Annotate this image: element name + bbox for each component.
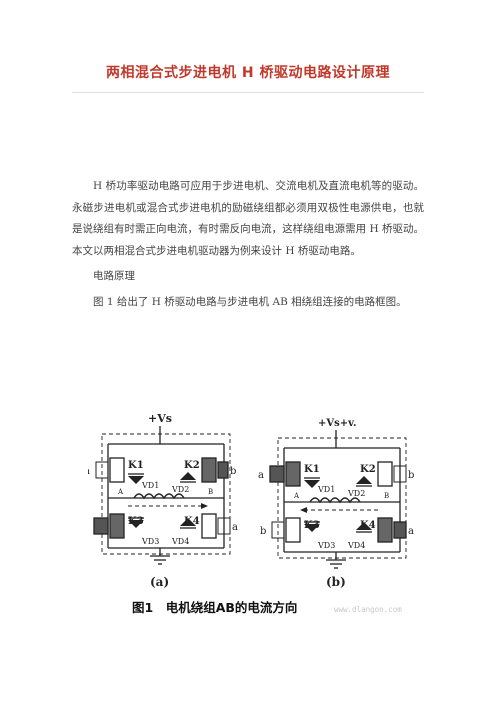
svg-text:K1: K1	[128, 460, 144, 471]
svg-text:VD3: VD3	[317, 541, 335, 550]
circuit-figure: +Vs a K1	[88, 406, 428, 626]
switch-k4-a	[201, 513, 217, 539]
panel-label-a: (a)	[150, 575, 169, 589]
panel-label-b: (b)	[326, 575, 346, 589]
document-title: 两相混合式步进电机 H 桥驱动电路设计原理	[106, 65, 390, 81]
switch-k2-b	[377, 461, 393, 487]
svg-text:K4: K4	[184, 516, 200, 527]
switch-k3-b	[285, 517, 301, 543]
article-body: H 桥功率驱动电路可应用于步进电机、交流电机及直流电机等的驱动。永磁步进电机或混…	[72, 176, 424, 317]
panel-a: +Vs a K1	[88, 412, 238, 589]
svg-text:VD2: VD2	[347, 489, 365, 498]
svg-text:b: b	[230, 466, 236, 477]
svg-text:VD4: VD4	[171, 537, 189, 546]
svg-text:A: A	[117, 488, 124, 496]
h-bridge-diagram: +Vs a K1	[88, 412, 414, 615]
paragraph-figure-ref: 图 1 给出了 H 桥驱动电路与步进电机 AB 相绕组连接的电路框图。	[93, 295, 407, 308]
switch-k4-b	[377, 517, 393, 543]
section-heading: 电路原理	[93, 270, 135, 282]
svg-text:a: a	[88, 466, 90, 477]
svg-text:B: B	[208, 488, 213, 496]
svg-text:K2: K2	[360, 464, 376, 475]
panel-b: +Vs+v. a K1 VD1	[258, 418, 414, 589]
switch-k2-a	[201, 457, 217, 483]
supply-label-b: +Vs+v.	[318, 418, 356, 429]
svg-text:K1: K1	[304, 464, 320, 475]
svg-text:a: a	[408, 526, 414, 537]
svg-text:b: b	[408, 470, 414, 481]
svg-text:VD1: VD1	[317, 485, 335, 494]
svg-text:VD2: VD2	[171, 485, 189, 494]
svg-text:A: A	[293, 492, 300, 500]
svg-text:K4: K4	[360, 520, 376, 531]
svg-text:VD4: VD4	[347, 541, 365, 550]
figure-caption: 图1 电机绕组AB的电流方向	[132, 600, 297, 615]
paragraph-intro: H 桥功率驱动电路可应用于步进电机、交流电机及直流电机等的驱动。永磁步进电机或混…	[72, 180, 424, 257]
svg-text:b: b	[260, 526, 266, 537]
switch-k1-a	[109, 457, 125, 483]
svg-text:VD1: VD1	[141, 481, 159, 490]
svg-text:a: a	[232, 522, 238, 533]
svg-text:a: a	[258, 470, 264, 481]
svg-text:K2: K2	[184, 460, 200, 471]
supply-label-a: +Vs	[148, 412, 172, 425]
switch-k3-a	[109, 513, 125, 539]
svg-text:VD3: VD3	[141, 537, 159, 546]
title-divider	[72, 92, 424, 93]
switch-k1-b	[285, 461, 301, 487]
svg-text:B: B	[384, 492, 389, 500]
watermark: www.dlangon.com	[334, 605, 402, 614]
